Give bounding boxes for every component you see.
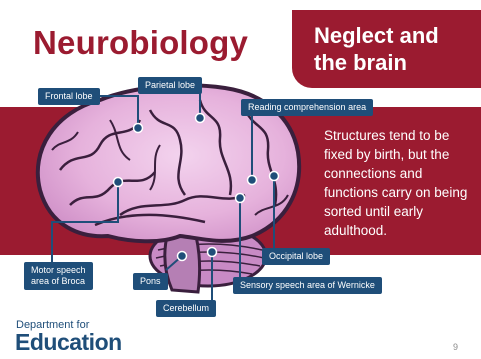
label-reading-comprehension: Reading comprehension area	[241, 99, 373, 116]
pons-marker	[178, 252, 187, 261]
label-sensory-speech: Sensory speech area of Wernicke	[233, 277, 382, 294]
wernicke-marker	[236, 194, 245, 203]
broca-marker	[114, 178, 123, 187]
label-frontal-lobe: Frontal lobe	[38, 88, 100, 105]
reading-area-marker	[248, 176, 257, 185]
occipital-lobe-marker	[270, 172, 279, 181]
cerebellum-marker	[208, 248, 217, 257]
label-parietal-lobe: Parietal lobe	[138, 77, 202, 94]
page-number: 9	[453, 342, 458, 352]
label-cerebellum: Cerebellum	[156, 300, 216, 317]
parietal-lobe-marker	[196, 114, 205, 123]
label-motor-speech-line1: Motor speech	[31, 265, 86, 276]
label-motor-speech: Motor speech area of Broca	[24, 262, 93, 290]
label-motor-speech-line2: area of Broca	[31, 276, 86, 287]
logo-line2: Education	[15, 329, 122, 356]
label-pons: Pons	[133, 273, 168, 290]
frontal-lobe-marker	[134, 124, 143, 133]
label-occipital-lobe: Occipital lobe	[262, 248, 330, 265]
